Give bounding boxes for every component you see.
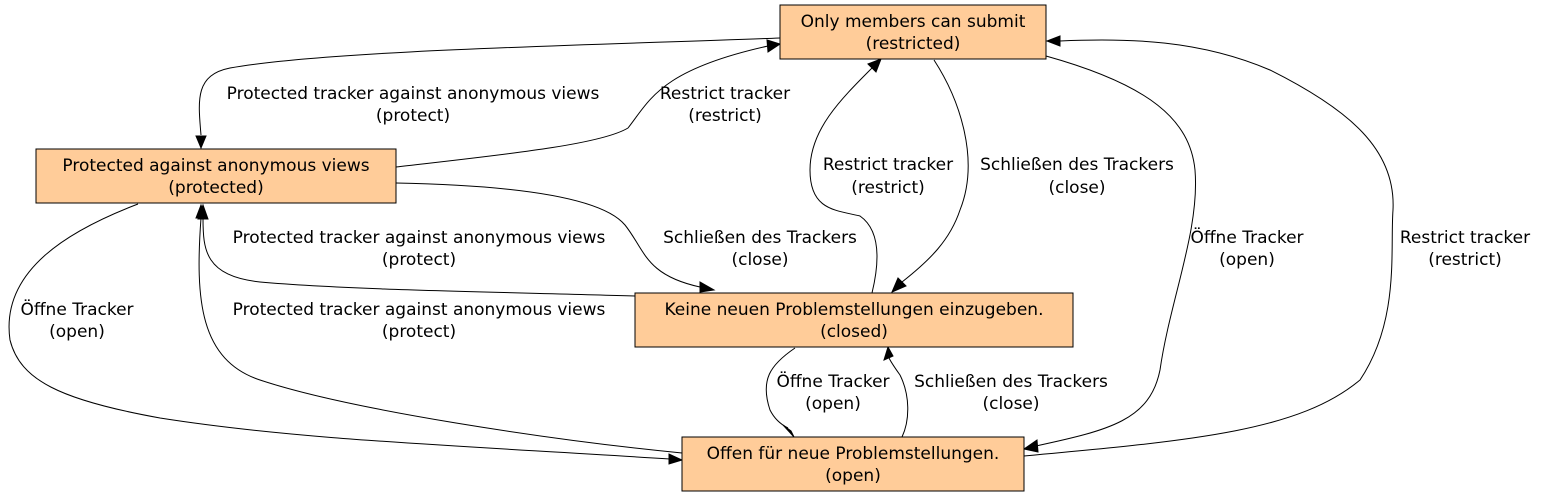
edge-label-line2: (close) (982, 394, 1039, 414)
edge-line (198, 217, 683, 454)
edge-line (395, 182, 701, 288)
edge-line (198, 37, 781, 136)
edge-restricted-to-protected (195, 37, 781, 150)
edge-line (809, 67, 878, 294)
edge-label-line1: Schließen des Trackers (980, 155, 1174, 175)
edge-label-line1: Schließen des Trackers (663, 228, 857, 248)
edge-label-line2: (restrict) (688, 106, 762, 126)
edge-label-protected-to-open: Öffne Tracker (open) (20, 298, 133, 342)
edge-label-line2: (open) (805, 394, 861, 414)
edge-label-line1: Öffne Tracker (20, 298, 133, 320)
node-title: Offen für neue Problemstellungen. (707, 444, 1000, 464)
arrowhead (883, 345, 894, 361)
edge-label-protected-to-restricted: Restrict tracker (restrict) (660, 84, 790, 126)
edge-label-open-to-closed: Schließen des Trackers (close) (914, 372, 1108, 414)
edge-label-line2: (close) (1048, 178, 1105, 198)
edge-label-line2: (open) (49, 322, 105, 342)
arrowhead (766, 39, 782, 53)
edge-line (765, 347, 796, 429)
arrowhead (1022, 439, 1039, 453)
arrowhead (668, 453, 684, 465)
edge-label-line1: Restrict tracker (823, 155, 953, 175)
node-title: Keine neuen Problemstellungen einzugeben… (664, 300, 1043, 320)
edge-label-protected-to-closed: Schließen des Trackers (close) (663, 228, 857, 270)
edge-open-to-closed (883, 345, 909, 438)
edge-line (8, 203, 671, 460)
edge-line (1023, 39, 1394, 457)
node-box (634, 292, 1074, 348)
edge-label-open-to-protected: Protected tracker against anonymous view… (233, 300, 606, 342)
edge-open-to-protected (195, 203, 683, 454)
edge-label-closed-to-restricted: Restrict tracker (restrict) (823, 155, 953, 198)
edge-label-line2: (protect) (376, 106, 450, 126)
edge-line (888, 357, 909, 438)
node-state: (closed) (820, 322, 888, 342)
edge-label-open-to-restricted: Restrict tracker (restrict) (1400, 228, 1530, 270)
arrowhead (699, 281, 716, 293)
edge-label-line1: Schließen des Trackers (914, 372, 1108, 392)
edge-label-line1: Öffne Tracker (776, 370, 889, 392)
node-title: Protected against anonymous views (62, 156, 369, 176)
edge-restricted-to-open (1022, 55, 1197, 453)
edge-line (901, 59, 969, 283)
node-closed: Keine neuen Problemstellungen einzugeben… (634, 292, 1074, 348)
edge-label-line2: (protect) (382, 322, 456, 342)
node-box (779, 4, 1047, 60)
edge-closed-to-open (765, 347, 796, 438)
node-protected: Protected against anonymous views (prote… (35, 148, 397, 204)
edge-label-line2: (restrict) (1428, 250, 1502, 270)
edge-label-line1: Restrict tracker (1400, 228, 1530, 248)
edge-label-line2: (open) (1219, 250, 1275, 270)
node-box (681, 436, 1025, 492)
node-state: (restricted) (866, 34, 961, 54)
node-restricted: Only members can submit (restricted) (779, 4, 1047, 60)
node-open: Offen für neue Problemstellungen. (open) (681, 436, 1025, 492)
edge-label-line1: Öffne Tracker (1190, 226, 1303, 248)
node-state: (protected) (168, 178, 263, 198)
edge-line (202, 217, 636, 297)
arrowhead (782, 424, 795, 438)
edge-label-line1: Protected tracker against anonymous view… (233, 228, 606, 248)
edge-label-closed-to-protected: Protected tracker against anonymous view… (233, 228, 606, 270)
node-state: (open) (825, 466, 881, 486)
edge-line (395, 45, 769, 168)
edge-label-closed-to-open: Öffne Tracker (open) (776, 370, 889, 414)
edge-label-line2: (restrict) (851, 178, 925, 198)
edge-protected-to-closed (395, 182, 716, 293)
edge-label-line2: (protect) (382, 250, 456, 270)
edge-protected-to-restricted (395, 39, 782, 168)
arrowhead (891, 277, 907, 293)
edge-restricted-to-closed (891, 59, 969, 293)
arrowhead (867, 58, 882, 73)
edge-closed-to-restricted (809, 58, 882, 294)
node-title: Only members can submit (801, 12, 1026, 32)
edge-open-to-restricted (1023, 35, 1394, 457)
edge-label-line2: (close) (731, 250, 788, 270)
arrowhead (1045, 35, 1061, 47)
edge-label-restricted-to-protected: Protected tracker against anonymous view… (227, 84, 600, 126)
edge-protected-to-open (8, 203, 684, 465)
edge-line (1035, 55, 1197, 447)
node-box (35, 148, 397, 204)
edge-label-restricted-to-closed: Schließen des Trackers (close) (980, 155, 1174, 198)
edge-label-line1: Protected tracker against anonymous view… (233, 300, 606, 320)
edge-label-line1: Restrict tracker (660, 84, 790, 104)
edge-label-restricted-to-open: Öffne Tracker (open) (1190, 226, 1303, 270)
edge-label-line1: Protected tracker against anonymous view… (227, 84, 600, 104)
arrowhead (195, 203, 207, 219)
arrowhead (195, 135, 207, 150)
